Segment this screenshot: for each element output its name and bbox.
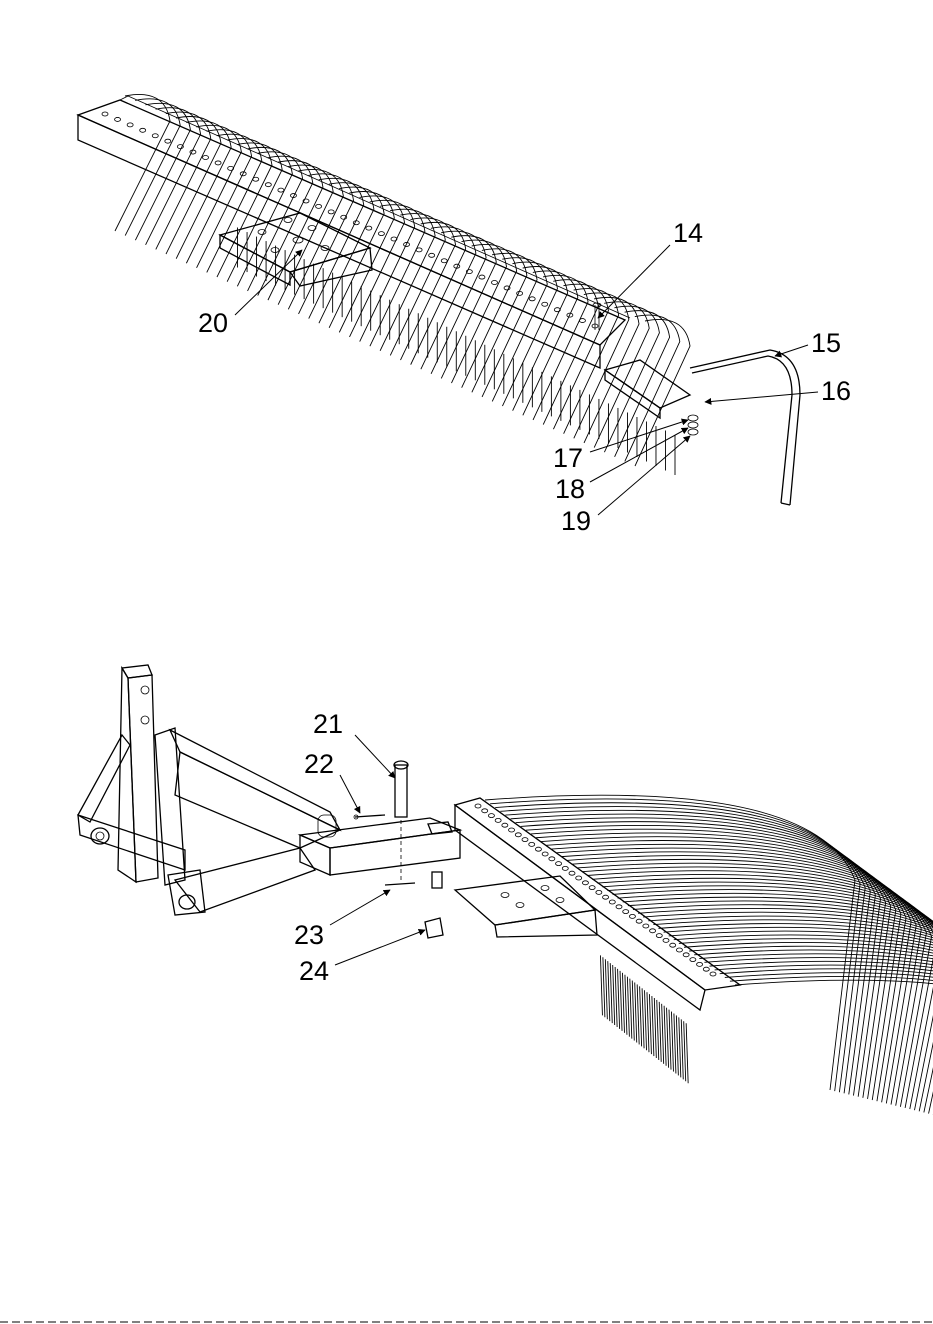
rake-tines bbox=[115, 94, 690, 475]
svg-text:14: 14 bbox=[673, 218, 703, 248]
svg-text:21: 21 bbox=[313, 709, 343, 739]
svg-text:16: 16 bbox=[821, 376, 851, 406]
beam-holes bbox=[102, 112, 598, 328]
spare-tine bbox=[690, 350, 800, 505]
svg-text:24: 24 bbox=[299, 956, 329, 986]
rake-head-diagram: 14 15 16 17 18 19 20 bbox=[78, 94, 851, 536]
svg-text:23: 23 bbox=[294, 920, 324, 950]
svg-text:15: 15 bbox=[811, 328, 841, 358]
svg-text:18: 18 bbox=[555, 474, 585, 504]
drawbar-beam bbox=[300, 818, 460, 875]
callout-16: 16 bbox=[705, 376, 851, 406]
callout-23: 23 bbox=[294, 890, 390, 950]
callout-15: 15 bbox=[775, 328, 841, 358]
svg-text:20: 20 bbox=[198, 308, 228, 338]
three-point-hitch-frame bbox=[78, 665, 340, 915]
callout-14: 14 bbox=[598, 218, 703, 318]
svg-text:17: 17 bbox=[553, 443, 583, 473]
lynch-pin bbox=[354, 815, 385, 819]
svg-text:19: 19 bbox=[561, 506, 591, 536]
swivel-mount-plate bbox=[385, 872, 597, 938]
svg-text:22: 22 bbox=[304, 749, 334, 779]
rake-assembly-diagram: 21 22 23 24 bbox=[78, 665, 933, 1145]
